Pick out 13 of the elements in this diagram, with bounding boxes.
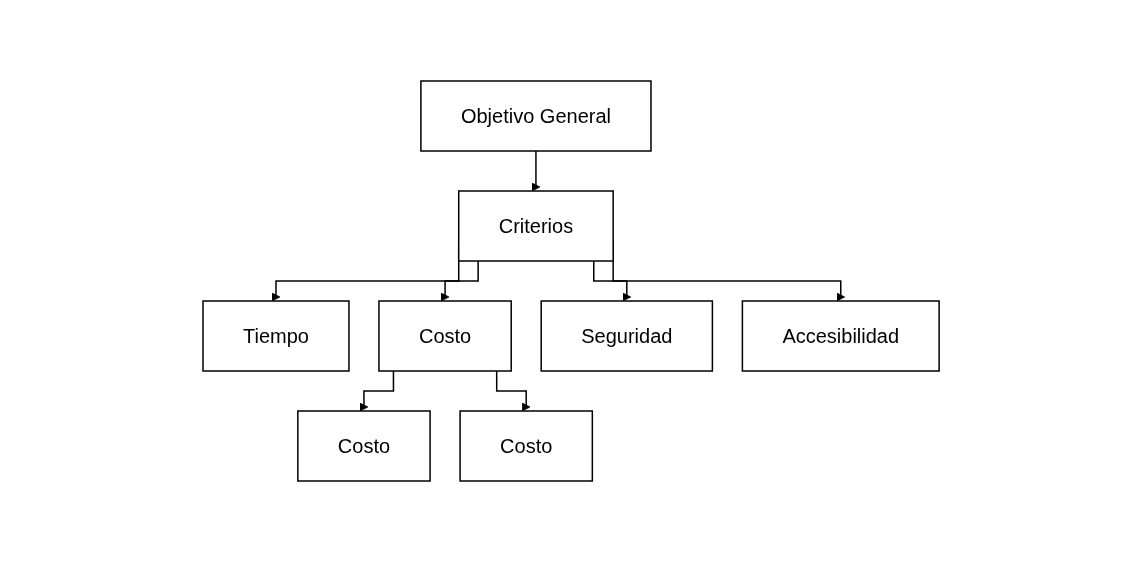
node-box: Criterios [457, 189, 614, 262]
arrow [495, 369, 531, 411]
node-box: Accesibilidad [741, 299, 940, 372]
node-box: Costo [378, 299, 512, 372]
arrow [531, 149, 541, 191]
arrow [592, 259, 632, 301]
arrow [359, 369, 395, 411]
arrow [440, 259, 479, 301]
node-box: Tiempo [202, 299, 350, 372]
node-box: Objetivo General [420, 79, 652, 152]
node-box: Costo [459, 409, 593, 482]
node-box: Seguridad [540, 299, 714, 372]
node-box: Costo [297, 409, 431, 482]
